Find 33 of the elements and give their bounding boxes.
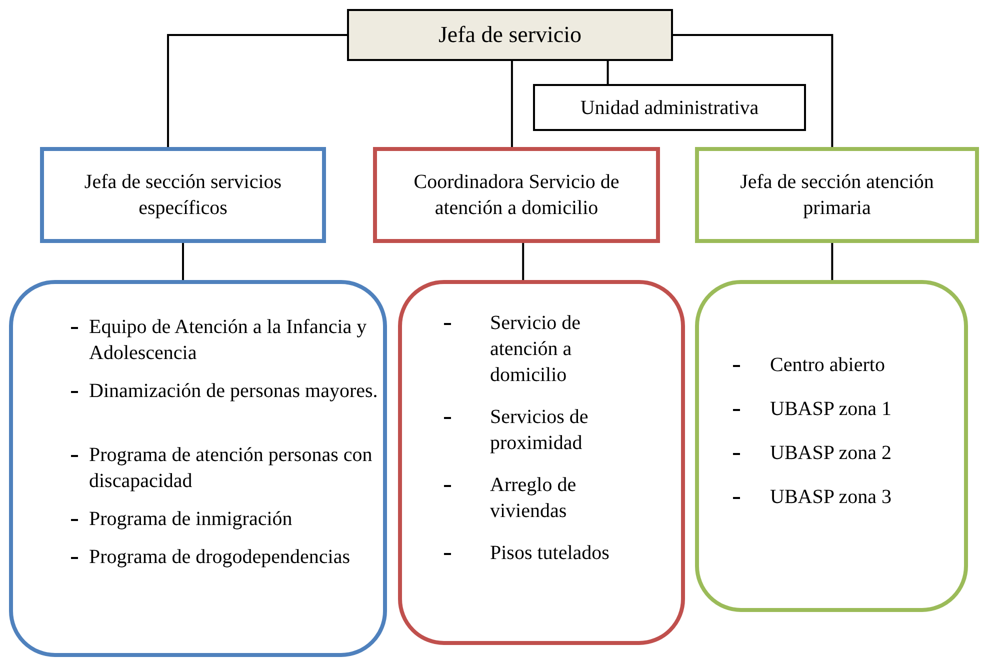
connector-line <box>167 34 347 147</box>
connector-line <box>522 243 524 280</box>
rounded-list-box <box>398 280 685 645</box>
list-item: UBASP zona 1 <box>770 397 892 422</box>
connector-line <box>510 61 513 147</box>
list-item: UBASP zona 2 <box>770 441 892 466</box>
list-item: Arreglo de viviendas <box>490 473 578 524</box>
list-item: Programa de inmigración <box>89 507 294 532</box>
connector-line <box>673 34 834 147</box>
list-item: Servicio de atención a domicilio <box>490 311 582 388</box>
rounded-list-box <box>9 280 387 657</box>
connector-line <box>182 243 184 280</box>
org-box <box>40 147 326 243</box>
org-box <box>695 147 979 243</box>
list-item: Centro abierto <box>770 353 886 378</box>
list-item: Programa de drogodependencias <box>89 545 352 570</box>
box-label: Coordinadora Servicio de atención a domicilio <box>412 170 620 221</box>
org-box <box>533 84 806 131</box>
list-item: Servicios de proximidad <box>490 405 590 456</box>
list-item: Dinamización de personas mayores. <box>89 379 379 404</box>
box-label: Jefa de servicio <box>438 21 582 50</box>
list-item: Pisos tutelados <box>490 541 610 566</box>
list-item: Equipo de Atención a la Infancia y Adolescencia <box>89 315 368 366</box>
box-label: Jefa de sección atención primaria <box>739 170 935 221</box>
list-item: UBASP zona 3 <box>770 485 892 510</box>
rounded-list-box <box>695 280 968 612</box>
connector-line <box>831 243 834 280</box>
org-box <box>373 147 660 243</box>
connector-line <box>606 61 609 84</box>
box-label: Jefa de sección servicios específicos <box>83 170 283 221</box>
org-box <box>347 9 673 61</box>
list-item: Programa de atención personas con discapacidad <box>89 443 374 494</box>
box-label: Unidad administrativa <box>580 96 759 120</box>
